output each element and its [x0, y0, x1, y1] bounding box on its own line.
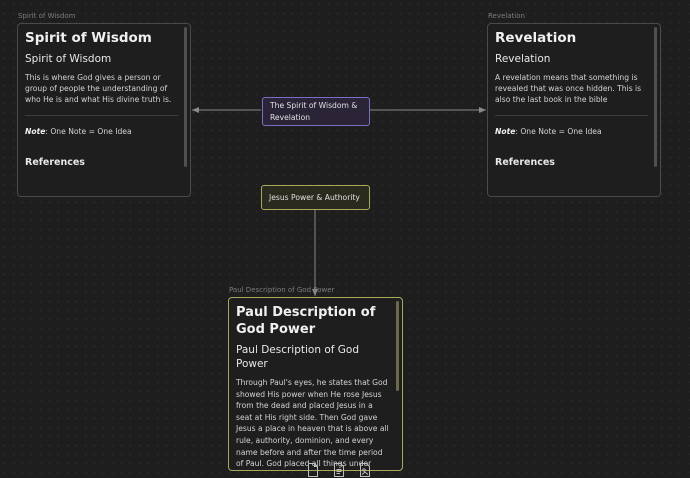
references-heading: References	[495, 157, 555, 168]
divider	[495, 115, 648, 116]
card-spirit-of-wisdom[interactable]: Spirit of Wisdom Spirit of Wisdom This i…	[17, 23, 191, 197]
card-body-text: This is where God gives a person or grou…	[25, 73, 172, 104]
card-scrollbar[interactable]	[654, 27, 657, 167]
note-text: : One Note = One Idea	[45, 127, 132, 136]
note-text: : One Note = One Idea	[515, 127, 602, 136]
card-title: Revelation	[495, 30, 577, 46]
divider	[25, 115, 178, 116]
card-label-paul-description[interactable]: Paul Description of God Power	[229, 286, 335, 294]
card-label-revelation[interactable]: Revelation	[488, 12, 525, 20]
card-label-spirit-of-wisdom[interactable]: Spirit of Wisdom	[18, 12, 76, 20]
node-jesus-power-and-authority[interactable]: Jesus Power & Authority	[261, 185, 370, 210]
card-title: Spirit of Wisdom	[25, 30, 152, 46]
card-subtitle: Paul Description of God Power	[236, 344, 360, 370]
note-line: Note: One Note = One Idea	[25, 126, 178, 137]
card-body-text: A revelation means that something is rev…	[495, 73, 642, 104]
note-label: Note	[495, 127, 516, 136]
document-icon[interactable]	[332, 463, 346, 477]
card-paul-description[interactable]: Paul Description of God Power Paul Descr…	[228, 297, 403, 471]
node-spirit-of-wisdom-and-revelation[interactable]: The Spirit of Wisdom & Revelation	[262, 97, 370, 126]
note-label: Note	[25, 127, 46, 136]
card-title: Paul Description of God Power	[236, 305, 376, 337]
card-scrollbar[interactable]	[184, 27, 187, 167]
card-subtitle: Spirit of Wisdom	[25, 53, 112, 65]
canvas-toolbar	[306, 463, 372, 477]
card-revelation[interactable]: Revelation Revelation A revelation means…	[487, 23, 661, 197]
file-icon[interactable]	[306, 463, 320, 477]
card-body-text: Through Paul's eyes, he states that God …	[236, 378, 389, 469]
references-heading: References	[25, 157, 85, 168]
card-subtitle: Revelation	[495, 53, 551, 65]
file-image-icon[interactable]	[358, 463, 372, 477]
note-line: Note: One Note = One Idea	[495, 126, 648, 137]
card-scrollbar[interactable]	[396, 301, 399, 391]
